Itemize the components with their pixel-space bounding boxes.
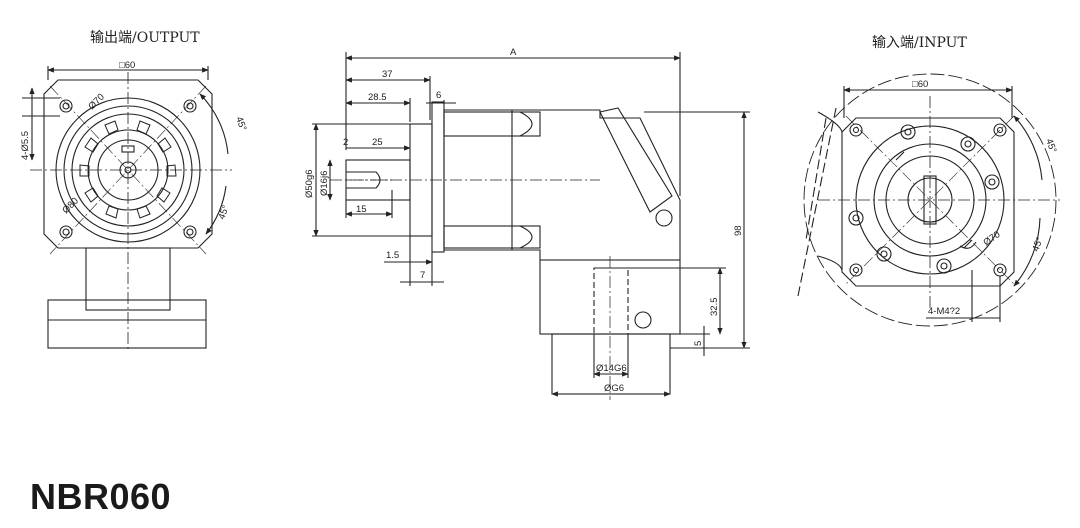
side-view: A 37 28.5 6 2 25 Ø50g6 Ø16j6 15 1.5 7 <box>304 47 750 400</box>
dim-50g6: Ø50g6 <box>304 169 315 198</box>
input-view: 输入端/INPUT □60 <box>797 35 1060 327</box>
output-title: 输出端/OUTPUT <box>90 30 200 46</box>
dim-28-5: 28.5 <box>368 92 387 103</box>
input-threads-dim: 4-M4?2 <box>928 306 960 317</box>
input-square-dim: □60 <box>912 79 928 90</box>
dim-G6: ØG6 <box>604 383 624 394</box>
input-pcd-dim: Ø70 <box>981 229 1002 248</box>
model-title: NBR060 <box>30 476 172 517</box>
dim-25: 25 <box>372 137 383 148</box>
dim-16j6: Ø16j6 <box>319 171 330 196</box>
output-pilot-dim: Ø80 <box>60 196 80 216</box>
output-view: 输出端/OUTPUT □60 <box>20 30 248 352</box>
input-title: 输入端/INPUT <box>872 35 967 51</box>
dim-1-5: 1.5 <box>386 250 399 261</box>
input-angle-bottom: 45° <box>1030 236 1045 253</box>
dim-98: 98 <box>733 225 744 236</box>
dim-5: 5 <box>693 341 704 346</box>
output-slot-ring <box>79 120 177 219</box>
output-angle-top: 45° <box>233 115 248 132</box>
gear-housing <box>443 109 681 261</box>
dim-32-5: 32.5 <box>709 298 720 317</box>
dim-15: 15 <box>356 204 367 215</box>
input-angle-top: 45° <box>1043 137 1058 154</box>
output-flange-side <box>431 101 445 253</box>
output-square-dim: □60 <box>119 60 135 71</box>
dim-2: 2 <box>343 137 348 148</box>
output-holes-dim: 4-Ø5.5 <box>20 131 31 160</box>
output-base <box>47 299 207 349</box>
dim-7: 7 <box>420 270 425 281</box>
dim-37: 37 <box>382 69 393 80</box>
dim-14G6: Ø14G6 <box>596 363 627 374</box>
dim-A: A <box>510 47 517 58</box>
output-flange <box>43 79 213 249</box>
dim-6: 6 <box>436 90 441 101</box>
output-angle-bottom: 45° <box>216 204 231 221</box>
